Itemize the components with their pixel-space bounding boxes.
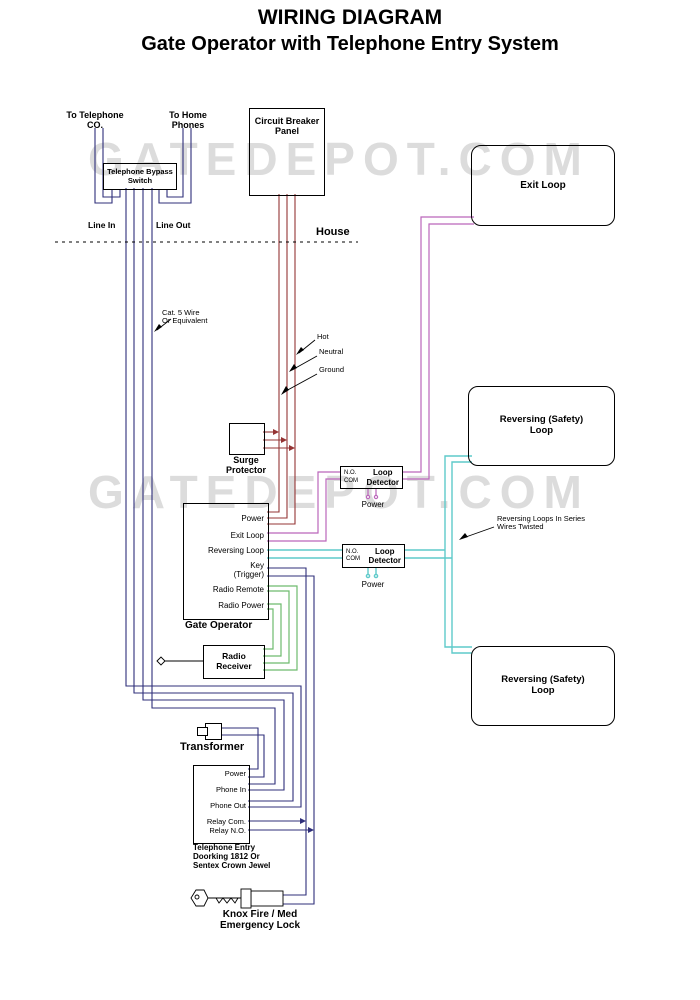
loop-detector-1-box: N.O.COM Loop Detector <box>340 466 403 489</box>
loop-detector-2-box: N.O.COM Loop Detector <box>342 544 405 568</box>
hot-label: Hot <box>317 332 329 341</box>
loop-detector-2-label: Loop Detector <box>368 546 401 565</box>
annotation-layer <box>55 241 495 909</box>
series-note: Reversing Loops In Series Wires Twisted <box>497 514 585 532</box>
telephone-entry-box: Power Phone In Phone Out Relay Com. Rela… <box>193 765 250 844</box>
exit-loop-wires <box>267 216 474 542</box>
radio-receiver-label: Radio Receiver <box>216 651 252 671</box>
gate-terminal-reversing-loop: Reversing Loop <box>207 546 264 555</box>
gate-terminal-power: Power <box>241 514 264 523</box>
telephone-bypass-switch-label: Telephone Bypass Switch <box>107 166 173 185</box>
knox-lock-label: Knox Fire / Med Emergency Lock <box>219 909 301 932</box>
exit-loop-label: Exit Loop <box>520 179 566 191</box>
gate-terminal-key-trigger: Key (Trigger) <box>233 561 264 579</box>
loop-detector-1-terminals: N.O.COM <box>344 470 358 484</box>
gate-operator-label: Gate Operator <box>185 620 253 631</box>
reversing-loop-wires <box>267 455 472 654</box>
radio-receiver-box: Radio Receiver <box>203 645 265 679</box>
transformer-plug <box>197 727 208 736</box>
to-home-phones-label: To Home Phones <box>169 110 207 131</box>
loop-detector-2-terminals: N.O.COM <box>346 548 360 563</box>
antenna-icon <box>156 656 166 666</box>
line-in-label: Line In <box>88 220 116 230</box>
line-out-label: Line Out <box>156 220 191 230</box>
diagram-subtitle: Gate Operator with Telephone Entry Syste… <box>141 33 559 55</box>
radio-wires <box>263 585 298 671</box>
surge-protector-box <box>229 423 265 455</box>
entry-terminal-power: Power <box>224 769 246 778</box>
entry-terminal-phone-in: Phone In <box>215 785 246 794</box>
circuit-breaker-panel-label: Circuit Breaker Panel <box>254 116 320 137</box>
exit-loop-box: Exit Loop <box>471 145 615 226</box>
entry-terminal-phone-out: Phone Out <box>210 801 246 810</box>
ac-power-wires <box>263 194 296 525</box>
transformer-label: Transformer <box>180 741 245 753</box>
telephone-bypass-switch-box: Telephone Bypass Switch <box>103 163 177 190</box>
to-telephone-co-label: To Telephone CO. <box>66 110 124 131</box>
surge-protector-label: Surge Protector <box>225 455 266 476</box>
ground-label: Ground <box>319 365 345 374</box>
loop-detector-1-power-label: Power <box>361 500 385 509</box>
watermark-middle: GATEDEPOT.COM <box>88 466 590 518</box>
loop-detector-1-label: Loop Detector <box>366 468 399 487</box>
loop-detector-2-power-label: Power <box>361 580 385 589</box>
reversing-loop-2-label: Reversing (Safety) Loop <box>501 674 585 696</box>
circuit-breaker-panel-box: Circuit Breaker Panel <box>249 108 325 196</box>
neutral-label: Neutral <box>319 347 344 356</box>
key-icon <box>190 889 243 907</box>
phone-and-trigger-wires <box>94 128 315 905</box>
house-label: House <box>316 226 350 238</box>
telephone-entry-label: Telephone Entry Doorking 1812 Or Sentex … <box>193 843 271 870</box>
reversing-loop-box-1: Reversing (Safety) Loop <box>468 386 615 466</box>
diagram-title: WIRING DIAGRAM <box>257 6 443 29</box>
reversing-loop-box-2: Reversing (Safety) Loop <box>471 646 615 726</box>
lock-icon <box>240 888 284 909</box>
entry-terminal-relay-com: Relay Com. <box>206 817 246 826</box>
gate-terminal-exit-loop: Exit Loop <box>230 531 264 540</box>
gate-terminal-radio-remote: Radio Remote <box>212 585 264 594</box>
cat5-note: Cat. 5 Wire Or Equivalent <box>162 308 208 326</box>
gate-terminal-radio-power: Radio Power <box>218 601 264 610</box>
entry-terminal-relay-no: Relay N.O. <box>209 826 246 835</box>
watermark-top: GATEDEPOT.COM <box>88 133 590 185</box>
reversing-loop-1-label: Reversing (Safety) Loop <box>499 414 584 436</box>
gate-operator-box: Power Exit Loop Reversing Loop Key (Trig… <box>183 503 269 620</box>
